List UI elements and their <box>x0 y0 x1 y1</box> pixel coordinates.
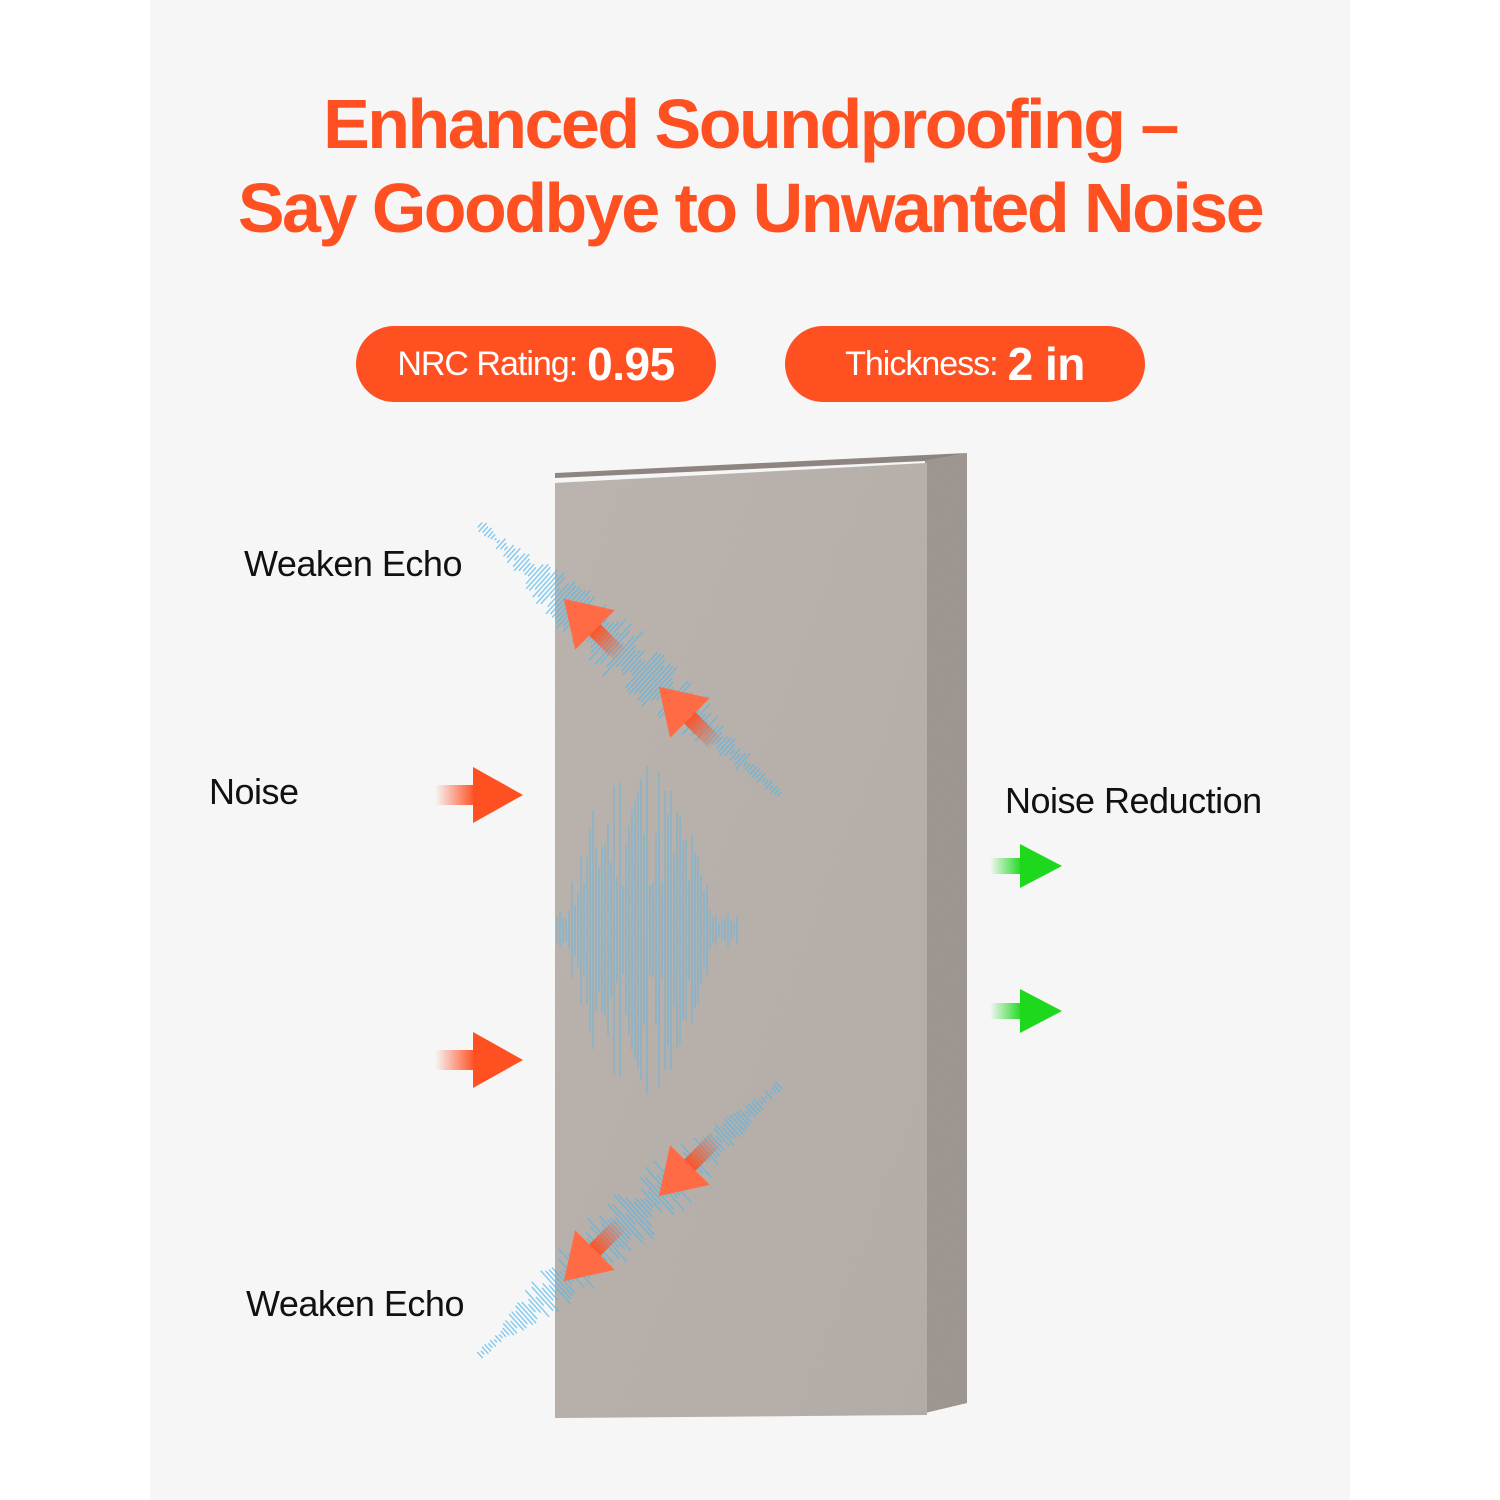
nrc-rating-value: 0.95 <box>587 338 675 390</box>
nrc-rating-label: NRC Rating: <box>397 344 578 383</box>
thickness-value: 2 in <box>1007 338 1086 390</box>
transmitted-arrow-top-icon <box>990 844 1062 888</box>
thickness-label: Thickness: <box>845 344 998 383</box>
thickness-badge: Thickness: 2 in <box>785 326 1145 402</box>
title-line-1: Enhanced Soundproofing – <box>323 85 1179 163</box>
echo-arrow-top-1-icon <box>563 598 628 663</box>
transmitted-arrow-bottom-icon <box>990 989 1062 1033</box>
incoming-arrow-top-icon <box>435 767 523 823</box>
acoustic-panel-image <box>555 453 967 1418</box>
title-line-2: Say Goodbye to Unwanted Noise <box>237 169 1265 247</box>
nrc-rating-badge: NRC Rating: 0.95 <box>356 326 716 402</box>
echo-arrow-bottom-1-icon <box>658 1132 723 1197</box>
reduced-waveform-icon <box>976 896 1288 964</box>
noise-label: Noise <box>209 771 299 812</box>
echo-arrow-bottom-2-icon <box>563 1217 628 1282</box>
weaken-echo-top-label: Weaken Echo <box>244 543 462 584</box>
echo-arrow-top-2-icon <box>658 686 723 751</box>
weaken-echo-bottom-label: Weaken Echo <box>246 1283 464 1324</box>
incoming-arrow-bottom-icon <box>435 1032 523 1088</box>
page-title: Enhanced Soundproofing – Say Goodbye to … <box>150 82 1350 250</box>
noise-reduction-label: Noise Reduction <box>1005 780 1262 821</box>
